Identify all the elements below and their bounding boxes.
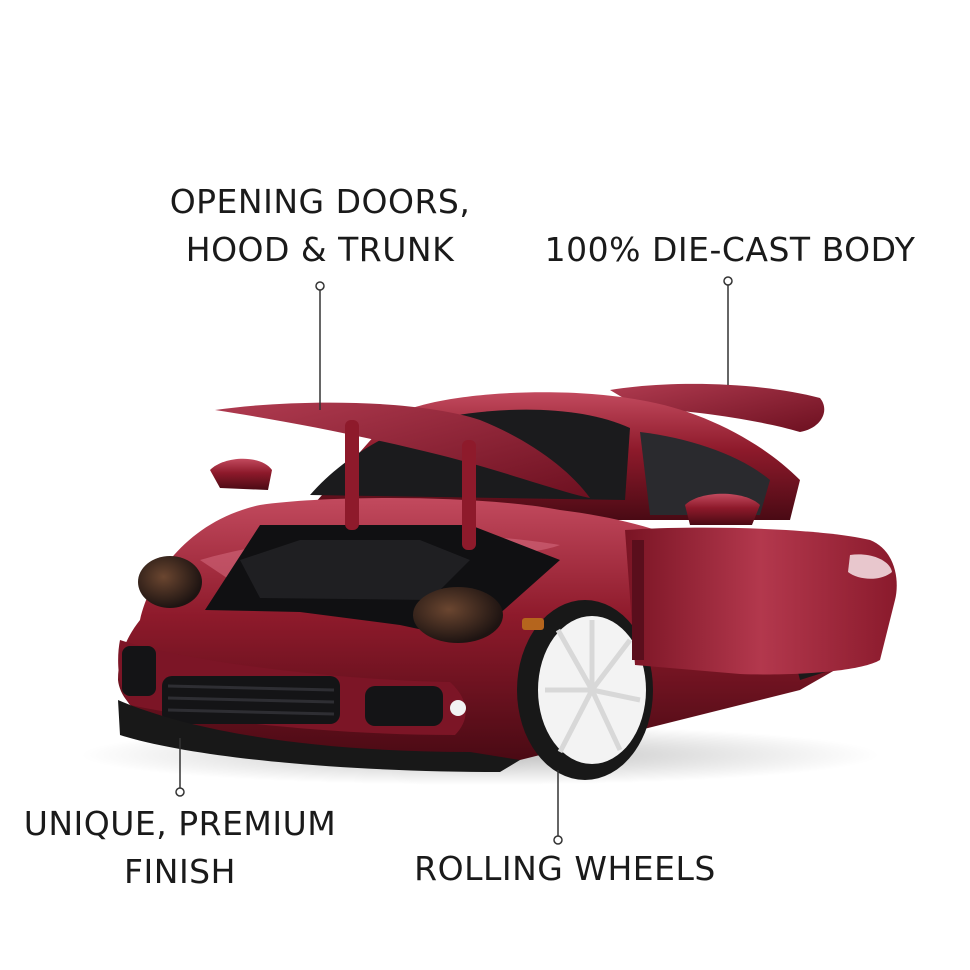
leader-dot [723, 276, 733, 286]
leader-dot [315, 281, 325, 291]
callout-doors-line1: OPENING DOORS, [169, 182, 471, 221]
leader-lines [179, 285, 729, 838]
callout-finish-line2: FINISH [124, 852, 236, 891]
callout-opening-doors: OPENING DOORS, HOOD & TRUNK [120, 178, 520, 274]
callout-premium-finish: UNIQUE, PREMIUM FINISH [15, 800, 345, 896]
callout-doors-line2: HOOD & TRUNK [185, 230, 455, 269]
callout-body-line1: 100% DIE-CAST BODY [544, 230, 916, 269]
callout-finish-line1: UNIQUE, PREMIUM [23, 804, 337, 843]
callout-rolling-wheels: ROLLING WHEELS [400, 845, 730, 893]
callout-wheels-line1: ROLLING WHEELS [414, 849, 716, 888]
callout-die-cast-body: 100% DIE-CAST BODY [540, 226, 920, 274]
leader-dot [175, 787, 185, 797]
leader-dot [553, 835, 563, 845]
